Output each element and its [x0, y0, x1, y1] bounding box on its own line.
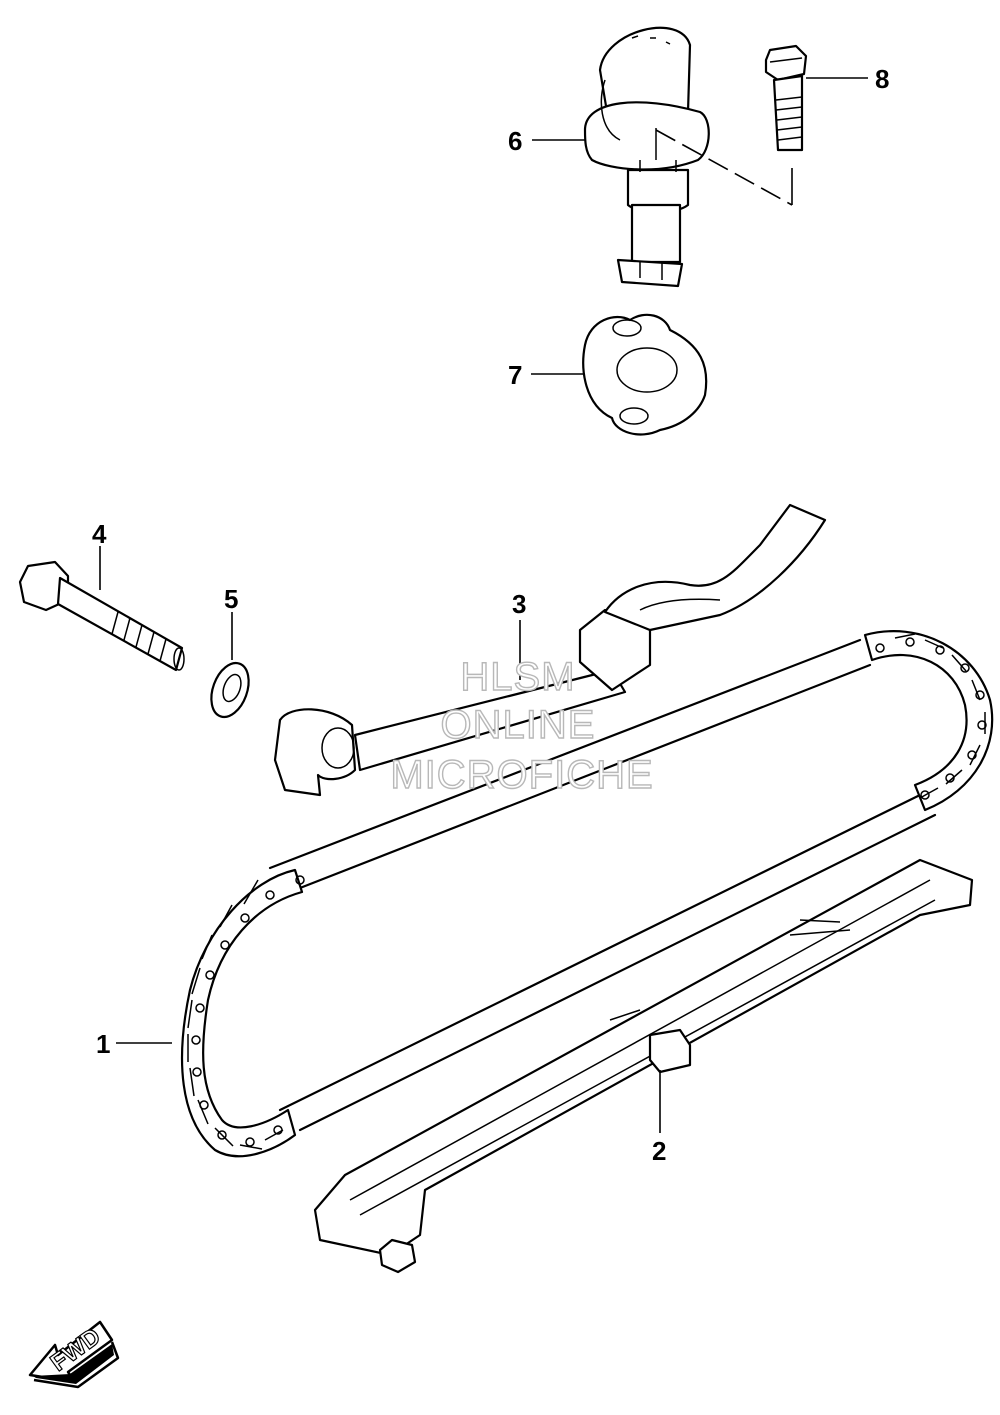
callout-6[interactable]: 6: [508, 126, 522, 156]
callout-7[interactable]: 7: [508, 360, 522, 390]
assembly-line-8-6: [655, 129, 793, 206]
part-5-washer[interactable]: [204, 658, 255, 722]
callout-8[interactable]: 8: [875, 64, 889, 94]
watermark-line-1: HLSM: [460, 655, 575, 699]
callout-2[interactable]: 2: [652, 1136, 666, 1166]
watermark-line-2: ONLINE: [441, 703, 596, 747]
callout-4[interactable]: 4: [92, 519, 107, 549]
part-8-bolt[interactable]: [764, 44, 808, 152]
part-2-chain-guide[interactable]: [313, 858, 974, 1274]
part-1-timing-chain[interactable]: [180, 630, 994, 1158]
callout-1[interactable]: 1: [96, 1029, 110, 1059]
part-3-tensioner-guide[interactable]: [273, 503, 827, 797]
forward-arrow-icon: [28, 1320, 120, 1389]
part-7-gasket[interactable]: [582, 313, 708, 436]
part-6-tensioner[interactable]: [583, 26, 710, 288]
part-4-bolt[interactable]: [18, 560, 185, 672]
callout-5[interactable]: 5: [224, 584, 238, 614]
callout-3[interactable]: 3: [512, 589, 526, 619]
watermark-line-3: MICROFICHE: [390, 753, 653, 797]
